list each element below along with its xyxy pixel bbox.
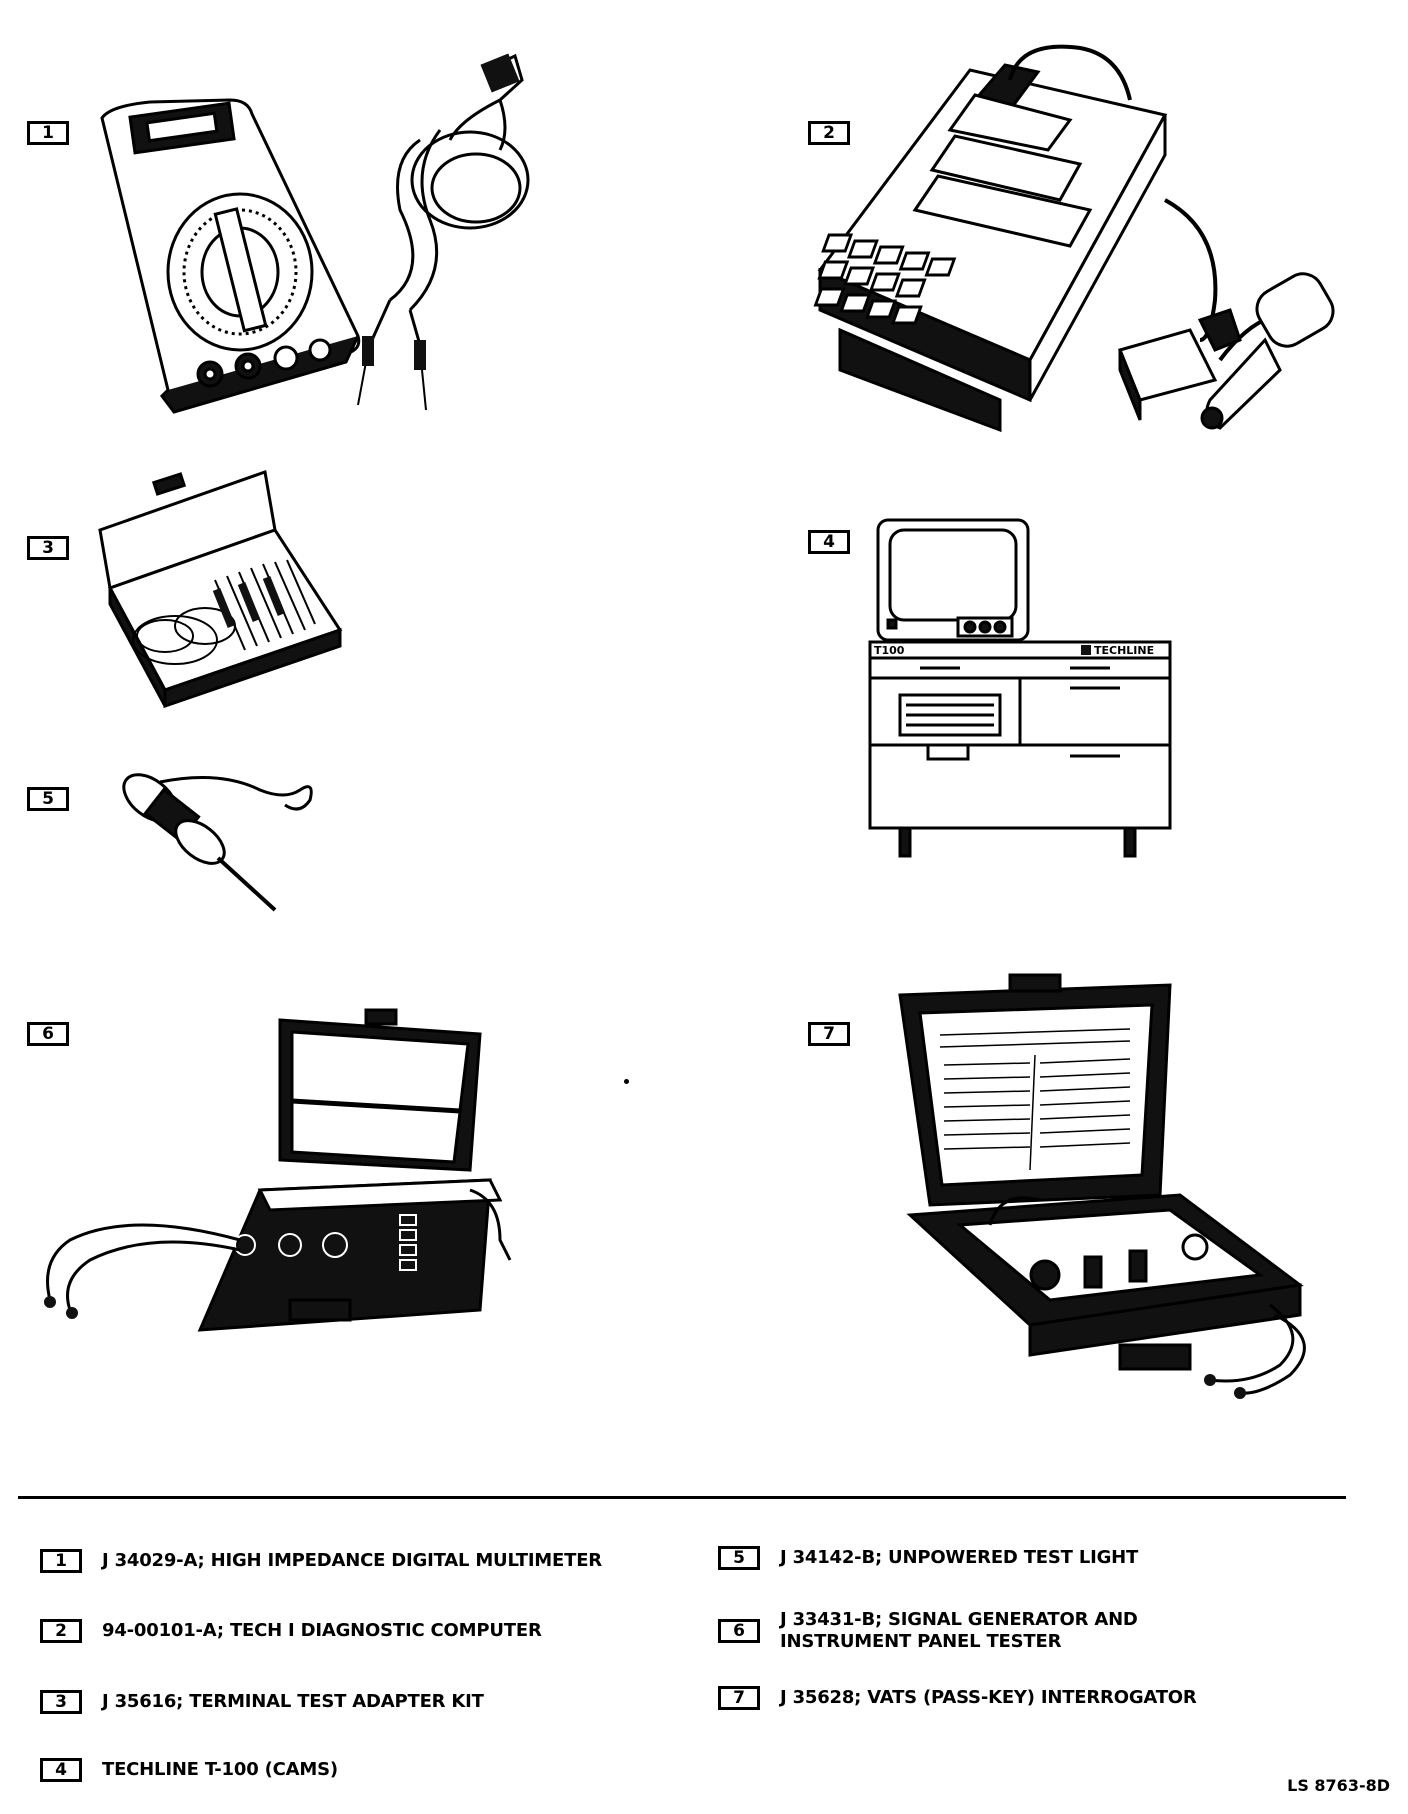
legend-number-5: 5 <box>718 1546 760 1570</box>
legend-number-7: 7 <box>718 1686 760 1710</box>
callout-7: 7 <box>808 1022 850 1046</box>
test-light-illustration <box>122 773 313 912</box>
legend-number-3: 3 <box>40 1690 82 1714</box>
legend-item-5: 5 J 34142-B; UNPOWERED TEST LIGHT <box>718 1546 1138 1570</box>
adapter-kit-illustration <box>98 469 343 709</box>
vats-interrogator-illustration <box>898 973 1306 1399</box>
techline-t100-illustration: T100 TECHLINE <box>868 518 1172 858</box>
callout-5: 5 <box>27 787 69 811</box>
stray-mark <box>624 1079 629 1084</box>
legend-text-5: J 34142-B; UNPOWERED TEST LIGHT <box>780 1547 1139 1568</box>
legend-text-7: J 35628; VATS (PASS-KEY) INTERROGATOR <box>780 1687 1197 1708</box>
legend-item-7: 7 J 35628; VATS (PASS-KEY) INTERROGATOR <box>718 1686 1197 1710</box>
signal-generator-illustration <box>44 1008 512 1332</box>
legend-number-6: 6 <box>718 1619 760 1643</box>
legend-item-1: 1 J 34029-A; HIGH IMPEDANCE DIGITAL MULT… <box>40 1549 602 1573</box>
legend-text-3: J 35616; TERMINAL TEST ADAPTER KIT <box>102 1691 484 1712</box>
legend-item-4: 4 TECHLINE T-100 (CAMS) <box>40 1758 338 1782</box>
figure-id: LS 8763-8D <box>1287 1776 1390 1795</box>
legend-text-6: J 33431-B; SIGNAL GENERATOR AND INSTRUME… <box>780 1609 1138 1652</box>
legend-number-4: 4 <box>40 1758 82 1782</box>
callout-1: 1 <box>27 121 69 145</box>
t100-model-label: T100 <box>874 644 905 657</box>
legend-item-3: 3 J 35616; TERMINAL TEST ADAPTER KIT <box>40 1690 484 1714</box>
legend-text-4: TECHLINE T-100 (CAMS) <box>102 1759 338 1780</box>
callout-4: 4 <box>808 530 850 554</box>
legend-text-1: J 34029-A; HIGH IMPEDANCE DIGITAL MULTIM… <box>102 1550 602 1571</box>
legend-number-2: 2 <box>40 1619 82 1643</box>
legend-text-2: 94-00101-A; TECH I DIAGNOSTIC COMPUTER <box>102 1620 542 1641</box>
legend-number-1: 1 <box>40 1549 82 1573</box>
callout-3: 3 <box>27 536 69 560</box>
legend-item-6: 6 J 33431-B; SIGNAL GENERATOR AND INSTRU… <box>718 1609 1138 1653</box>
legend-divider <box>18 1496 1346 1499</box>
multimeter-illustration <box>100 53 530 414</box>
callout-2: 2 <box>808 121 850 145</box>
tech1-computer-illustration <box>813 44 1335 433</box>
t100-brand-label: TECHLINE <box>1094 644 1154 657</box>
callout-6: 6 <box>27 1022 69 1046</box>
legend-item-2: 2 94-00101-A; TECH I DIAGNOSTIC COMPUTER <box>40 1619 542 1643</box>
